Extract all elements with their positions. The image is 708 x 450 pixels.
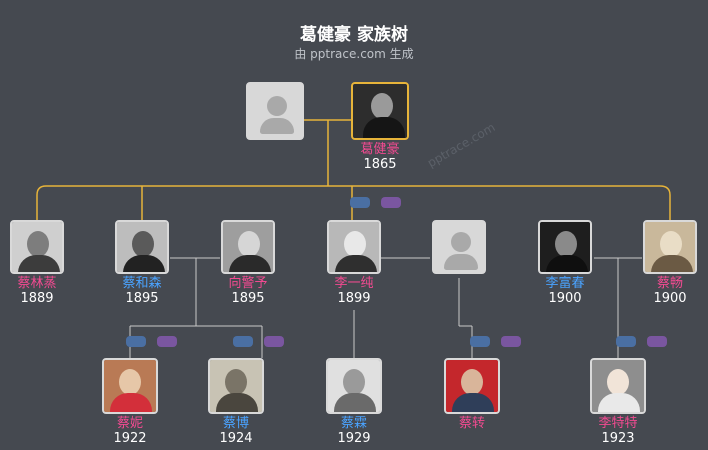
person-card[interactable]: 蔡转 [432, 358, 512, 431]
person-photo [221, 220, 275, 274]
person-photo [444, 358, 500, 414]
person-name: 蔡转 [458, 416, 485, 431]
person-year: 1895 [125, 291, 159, 306]
person-silhouette-icon [267, 96, 287, 116]
avatar-placeholder [246, 82, 304, 140]
relation-marker-child[interactable] [264, 336, 284, 347]
person-photo [327, 220, 381, 274]
person-name: 李富春 [545, 276, 585, 291]
person-photo [326, 358, 382, 414]
person-name: 蔡博 [222, 416, 249, 431]
person-year: 1900 [653, 291, 687, 306]
person-photo [590, 358, 646, 414]
person-card-unknown[interactable] [419, 220, 499, 274]
person-silhouette-icon [451, 232, 471, 252]
relation-marker-spouse[interactable] [350, 197, 370, 208]
relation-marker-child[interactable] [647, 336, 667, 347]
person-photo [208, 358, 264, 414]
root-links [36, 119, 671, 220]
person-name: 葛健豪 [360, 142, 400, 157]
person-card[interactable]: 李富春 1900 [525, 220, 605, 306]
person-card-root-spouse[interactable] [235, 82, 315, 140]
person-year: 1895 [231, 291, 265, 306]
person-name: 李特特 [598, 416, 638, 431]
person-card-root[interactable]: 葛健豪 1865 [340, 82, 420, 172]
relation-marker-child[interactable] [381, 197, 401, 208]
person-card[interactable]: 蔡博 1924 [196, 358, 276, 446]
page-subtitle: 由 pptrace.com 生成 [294, 47, 414, 61]
person-name: 蔡畅 [656, 276, 683, 291]
person-photo [643, 220, 697, 274]
person-photo [538, 220, 592, 274]
person-photo [115, 220, 169, 274]
relation-marker-spouse[interactable] [126, 336, 146, 347]
page-title: 葛健豪 家族树 [300, 25, 408, 45]
relation-marker-child[interactable] [501, 336, 521, 347]
person-year: 1889 [20, 291, 54, 306]
person-card[interactable]: 蔡林蒸 1889 [0, 220, 77, 306]
relation-marker-spouse[interactable] [470, 336, 490, 347]
person-name: 蔡霖 [340, 416, 367, 431]
person-photo [351, 82, 409, 140]
person-year: 1922 [113, 431, 147, 446]
person-name: 向警予 [228, 276, 268, 291]
person-name: 李一纯 [334, 276, 374, 291]
person-card[interactable]: 蔡和森 1895 [102, 220, 182, 306]
avatar-placeholder [432, 220, 486, 274]
person-year: 1865 [363, 157, 397, 172]
relation-marker-spouse[interactable] [616, 336, 636, 347]
person-year: 1923 [601, 431, 635, 446]
person-photo [10, 220, 64, 274]
person-year: 1899 [337, 291, 371, 306]
person-name: 蔡和森 [122, 276, 162, 291]
person-silhouette-icon [260, 118, 294, 134]
person-name: 蔡林蒸 [17, 276, 57, 291]
person-card[interactable]: 李一纯 1899 [314, 220, 394, 306]
person-photo [102, 358, 158, 414]
person-card[interactable]: 蔡畅 1900 [630, 220, 708, 306]
person-year: 1924 [219, 431, 253, 446]
relation-marker-spouse[interactable] [233, 336, 253, 347]
person-card[interactable]: 蔡霖 1929 [314, 358, 394, 446]
relation-marker-child[interactable] [157, 336, 177, 347]
person-silhouette-icon [444, 254, 478, 270]
person-year: 1900 [548, 291, 582, 306]
person-card[interactable]: 蔡妮 1922 [90, 358, 170, 446]
person-card[interactable]: 向警予 1895 [208, 220, 288, 306]
person-card[interactable]: 李特特 1923 [578, 358, 658, 446]
person-year: 1929 [337, 431, 371, 446]
person-name: 蔡妮 [116, 416, 143, 431]
